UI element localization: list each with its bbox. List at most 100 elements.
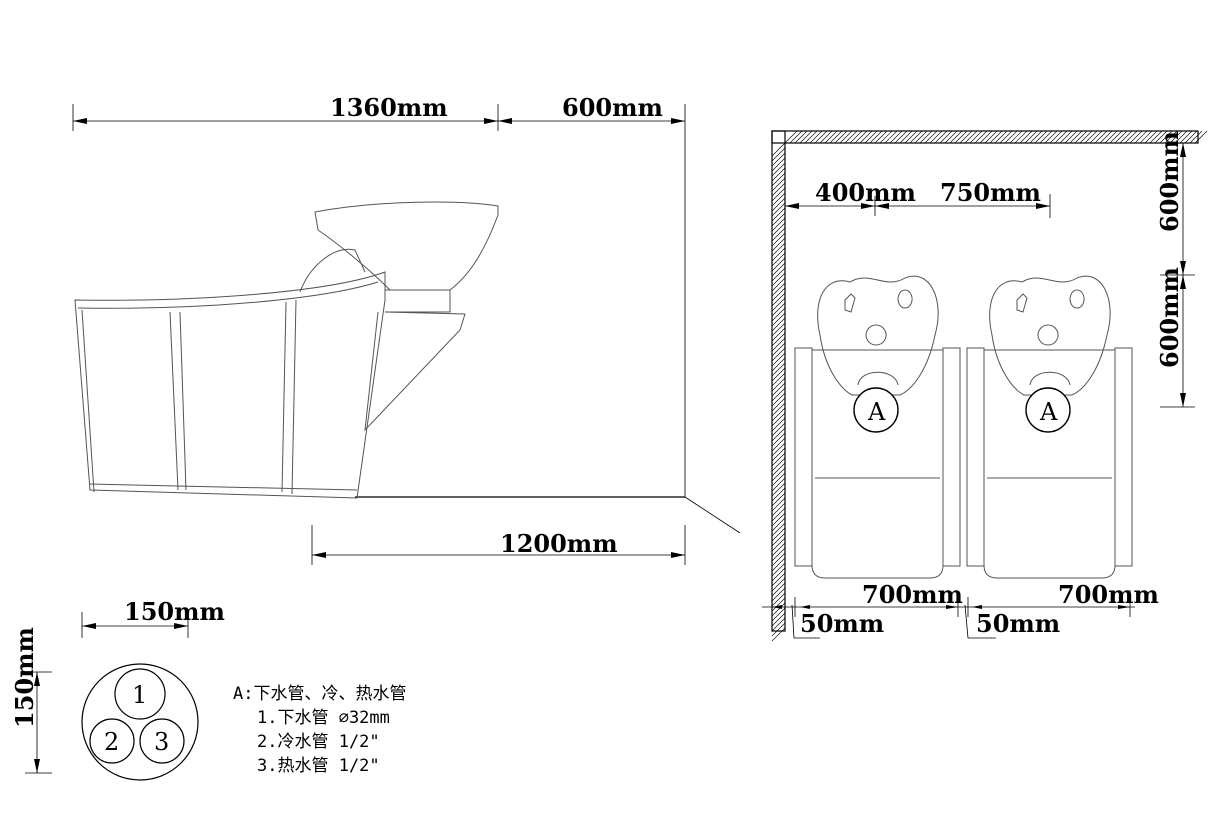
hatch-line <box>1029 130 1043 144</box>
armrest-left <box>966 347 985 567</box>
hatch-line <box>771 352 786 367</box>
hatch-line <box>959 130 973 144</box>
hatch-line <box>1189 130 1203 144</box>
hatch-line <box>789 130 803 144</box>
hatch-line <box>771 207 786 222</box>
hatch-line <box>904 130 918 144</box>
leader-lines <box>791 604 996 639</box>
hatch-line <box>1134 130 1148 144</box>
dimension-1360: 1360mm <box>330 93 448 122</box>
hatch-line <box>771 272 786 287</box>
hatch-line <box>771 197 786 212</box>
hatch-line <box>771 377 786 392</box>
hatch-line <box>854 130 868 144</box>
hatch-line <box>771 552 786 567</box>
pipe-1 <box>114 668 166 720</box>
hatch-line <box>771 182 786 197</box>
hatch-line <box>771 167 786 182</box>
chair-plan-1: A <box>794 275 961 579</box>
hatch-line <box>794 130 808 144</box>
hatch-line <box>1119 130 1133 144</box>
hatch-line <box>771 407 786 422</box>
hatch-line <box>999 130 1013 144</box>
hatch-line <box>979 130 993 144</box>
dimension-arrows <box>1180 143 1186 407</box>
hatch-line <box>771 367 786 382</box>
connection-point-a <box>853 387 899 433</box>
hatch-line <box>1169 130 1183 144</box>
hatch-line <box>771 422 786 437</box>
hatch-line <box>771 257 786 272</box>
hatch-line <box>771 382 786 397</box>
hatch-line <box>771 617 786 632</box>
hatch-line <box>914 130 928 144</box>
plan-view: 400mm 750mm 600mm 600mm A <box>762 130 1208 642</box>
hatch-line <box>771 317 786 332</box>
basin-details <box>844 289 913 346</box>
basin-details <box>1016 289 1085 346</box>
hatch-line <box>771 362 786 377</box>
hatch-line <box>969 130 983 144</box>
hatch-line <box>894 130 908 144</box>
hatch-line <box>771 577 786 592</box>
wall-left <box>771 130 786 632</box>
hatch-line <box>771 162 786 177</box>
hatch-line <box>924 130 938 144</box>
hatch-line <box>771 587 786 602</box>
hatch-line <box>771 452 786 467</box>
hatch-line <box>884 130 898 144</box>
hatch-line <box>1014 130 1028 144</box>
wall-hatch <box>771 130 1208 642</box>
hatch-line <box>771 517 786 532</box>
hatch-line <box>1044 130 1058 144</box>
connection-label: A <box>867 398 886 426</box>
drain <box>857 371 899 386</box>
dimension-750: 750mm <box>940 178 1041 207</box>
pipe-detail: 150mm 150mm 1 2 3 A:下水管、冷、热水管 1.下水管 ∅32m… <box>10 597 406 781</box>
hatch-line <box>1069 130 1083 144</box>
hatch-line <box>771 582 786 597</box>
hatch-line <box>771 427 786 442</box>
hatch-line <box>814 130 828 144</box>
hatch-line <box>899 130 913 144</box>
hatch-line <box>771 622 786 637</box>
hatch-line <box>1114 130 1128 144</box>
hatch-line <box>889 130 903 144</box>
hatch-line <box>771 307 786 322</box>
hatch-line <box>1129 130 1143 144</box>
hatch-line <box>809 130 823 144</box>
hatch-line <box>784 130 798 144</box>
hatch-line <box>771 187 786 202</box>
hatch-line <box>844 130 858 144</box>
drain <box>1029 371 1071 386</box>
hatch-line <box>1194 130 1208 144</box>
hatch-line <box>771 432 786 447</box>
hatch-line <box>829 130 843 144</box>
hatch-line <box>869 130 883 144</box>
hatch-line <box>859 130 873 144</box>
hatch-line <box>1159 130 1173 144</box>
hatch-line <box>771 487 786 502</box>
hatch-line <box>944 130 958 144</box>
hatch-line <box>1164 130 1178 144</box>
hatch-line <box>1024 130 1038 144</box>
hatch-line <box>771 412 786 427</box>
hatch-line <box>771 387 786 402</box>
hatch-line <box>1184 130 1198 144</box>
hatch-line <box>771 537 786 552</box>
hatch-line <box>1004 130 1018 144</box>
hatch-line <box>1054 130 1068 144</box>
chair-plan-2: A <box>966 275 1133 579</box>
hatch-line <box>771 477 786 492</box>
hatch-line <box>1009 130 1023 144</box>
hatch-line <box>864 130 878 144</box>
dimension-50-1: 50mm <box>800 609 884 638</box>
hatch-line <box>771 177 786 192</box>
hatch-line <box>771 282 786 297</box>
pipe-3 <box>139 718 185 764</box>
hatch-line <box>771 572 786 587</box>
dimension-50-2: 50mm <box>976 609 1060 638</box>
connection-label: A <box>1039 398 1058 426</box>
hatch-line <box>771 172 786 187</box>
hatch-line <box>771 217 786 232</box>
